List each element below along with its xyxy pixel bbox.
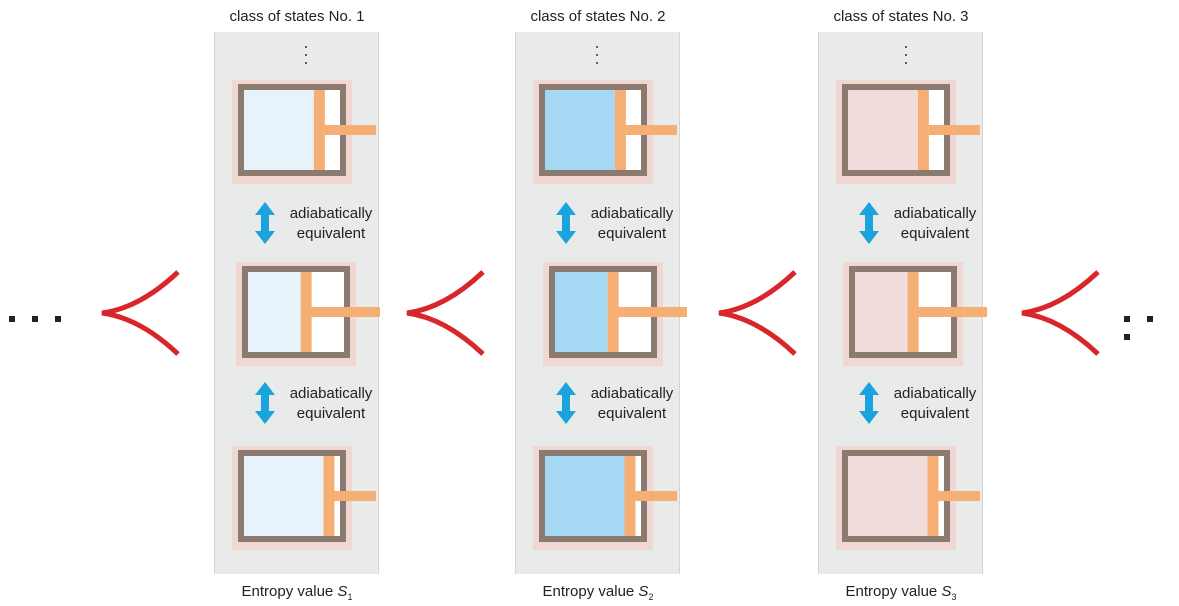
adiabatic-equivalence-label: adiabatically equivalent — [880, 204, 990, 244]
entropy-index: 2 — [648, 592, 654, 602]
piston-head — [907, 272, 919, 352]
entropy-index: 3 — [951, 592, 957, 602]
equivalence-line-1: adiabatically — [590, 205, 674, 222]
piston-head — [313, 90, 325, 170]
piston-cylinder-icon — [836, 80, 980, 184]
piston-cylinder-icon — [843, 262, 987, 366]
piston-rod-overlay — [635, 491, 677, 501]
vertical-ellipsis-icon — [304, 46, 308, 68]
piston-head — [927, 456, 939, 536]
double-arrow-icon — [556, 382, 576, 424]
gas-volume — [244, 456, 324, 536]
piston-cylinder-icon — [543, 262, 687, 366]
gas-volume — [248, 272, 301, 352]
entropy-label-1: Entropy value S1 — [241, 583, 353, 602]
entropy-symbol: S — [941, 583, 952, 600]
equivalence-line-1: adiabatically — [893, 385, 977, 402]
piston-cylinder-icon — [533, 446, 677, 550]
equivalence-line-1: adiabatically — [289, 205, 373, 222]
vertical-ellipsis-icon — [595, 46, 599, 68]
piston-rod-overlay — [618, 307, 687, 317]
piston-rod-overlay — [324, 125, 376, 135]
piston-cylinder-icon — [232, 80, 376, 184]
piston-rod-overlay — [625, 125, 677, 135]
equivalence-line-2: equivalent — [597, 405, 667, 422]
piston-head — [624, 456, 636, 536]
equivalence-line-2: equivalent — [296, 225, 366, 242]
piston-rod-overlay — [938, 491, 980, 501]
piston-cylinder-icon — [236, 262, 380, 366]
right-ellipsis-icon — [1124, 309, 1179, 340]
double-arrow-icon — [556, 202, 576, 244]
equivalence-line-1: adiabatically — [289, 385, 373, 402]
entropy-label-2: Entropy value S2 — [542, 583, 654, 602]
piston-rod-overlay — [928, 125, 980, 135]
gas-volume — [555, 272, 608, 352]
column-title-3: class of states No. 3 — [833, 8, 969, 25]
gas-volume — [848, 456, 928, 536]
entropy-label-3: Entropy value S3 — [845, 583, 957, 602]
piston-rod-overlay — [918, 307, 987, 317]
piston-rod-overlay — [334, 491, 376, 501]
equivalence-line-2: equivalent — [296, 405, 366, 422]
equivalence-line-2: equivalent — [900, 405, 970, 422]
gas-volume — [244, 90, 314, 170]
double-arrow-icon — [859, 202, 879, 244]
piston-head — [614, 90, 626, 170]
entropy-symbol: S — [337, 583, 348, 600]
double-arrow-icon — [859, 382, 879, 424]
piston-cylinder-icon — [533, 80, 677, 184]
double-arrow-icon — [255, 382, 275, 424]
piston-head — [323, 456, 335, 536]
entropy-index: 1 — [347, 592, 353, 602]
double-arrow-icon — [255, 202, 275, 244]
gas-volume — [848, 90, 918, 170]
order-cusp-icon — [1021, 270, 1100, 356]
piston-head — [300, 272, 312, 352]
order-cusp-icon — [101, 270, 180, 356]
equivalence-line-1: adiabatically — [590, 385, 674, 402]
column-title-2: class of states No. 2 — [530, 8, 666, 25]
gas-volume — [545, 456, 625, 536]
equivalence-line-2: equivalent — [900, 225, 970, 242]
column-title-1: class of states No. 1 — [229, 8, 365, 25]
adiabatic-equivalence-label: adiabatically equivalent — [880, 384, 990, 424]
vertical-ellipsis-icon — [904, 46, 908, 68]
adiabatic-equivalence-label: adiabatically equivalent — [276, 384, 386, 424]
gas-volume — [545, 90, 615, 170]
gas-volume — [855, 272, 908, 352]
equivalence-line-1: adiabatically — [893, 205, 977, 222]
entropy-symbol: S — [638, 583, 649, 600]
adiabatic-equivalence-label: adiabatically equivalent — [577, 204, 687, 244]
adiabatic-equivalence-label: adiabatically equivalent — [276, 204, 386, 244]
adiabatic-equivalence-label: adiabatically equivalent — [577, 384, 687, 424]
piston-rod-overlay — [311, 307, 380, 317]
order-cusp-icon — [718, 270, 797, 356]
left-ellipsis-icon — [9, 309, 78, 322]
piston-head — [607, 272, 619, 352]
equivalence-line-2: equivalent — [597, 225, 667, 242]
piston-cylinder-icon — [836, 446, 980, 550]
piston-head — [917, 90, 929, 170]
order-cusp-icon — [406, 270, 485, 356]
piston-cylinder-icon — [232, 446, 376, 550]
